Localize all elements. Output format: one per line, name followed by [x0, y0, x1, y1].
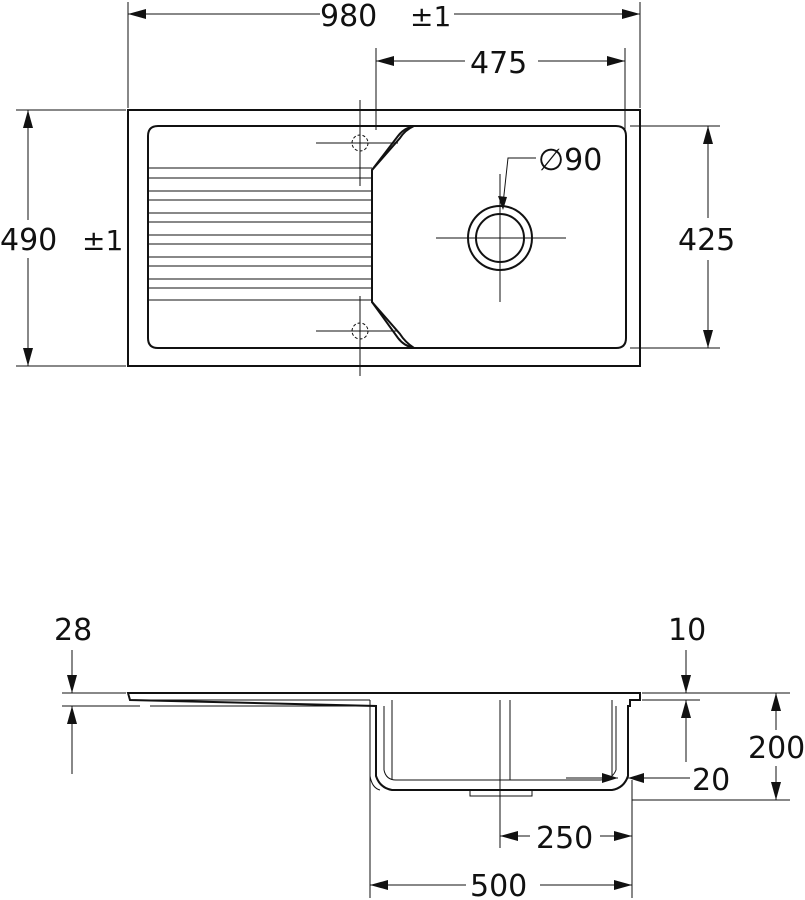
edge-thickness-label: 10 [668, 613, 706, 648]
waste-diameter-label: ∅90 [538, 143, 602, 178]
dim-bowl-height: 200 [632, 692, 805, 801]
inner-outline [147, 125, 418, 349]
bowl-width-label: 475 [470, 46, 527, 81]
dim-base-offset: 20 [566, 763, 730, 798]
tap-hole-icon [316, 100, 398, 376]
dim-edge-thickness: 10 [642, 613, 706, 762]
dim-base-width: 250 [499, 780, 633, 898]
overall-width-tolerance: ±1 [410, 0, 451, 33]
section-profile [126, 692, 641, 791]
overall-depth-label: 490 [0, 223, 57, 258]
dim-bowl-width: 475 [375, 46, 626, 130]
overall-depth-tolerance: ±1 [82, 224, 123, 257]
dim-overall-width: 980 ±1 [127, 0, 641, 108]
dim-bowl-depth: 425 [630, 125, 735, 349]
section-view: 28 10 200 20 [54, 613, 805, 900]
dim-bowl-width-section: 500 [369, 710, 632, 900]
overall-width-label: 980 [320, 0, 377, 34]
bowl-width-section-label: 500 [470, 869, 527, 900]
bowl-outline [371, 125, 627, 349]
rim-thickness-label: 28 [54, 613, 92, 648]
base-width-label: 250 [536, 821, 593, 856]
sink-outline [127, 109, 641, 367]
base-offset-label: 20 [692, 763, 730, 798]
waste-outlet-icon [436, 157, 566, 302]
dim-overall-depth: 490 ±1 [0, 109, 126, 367]
bowl-height-label: 200 [748, 731, 805, 766]
dim-rim-thickness: 28 [54, 613, 140, 774]
bowl-depth-label: 425 [678, 223, 735, 258]
plan-view: 980 ±1 475 490 ±1 [0, 0, 735, 376]
drainer-ribs [148, 167, 372, 301]
